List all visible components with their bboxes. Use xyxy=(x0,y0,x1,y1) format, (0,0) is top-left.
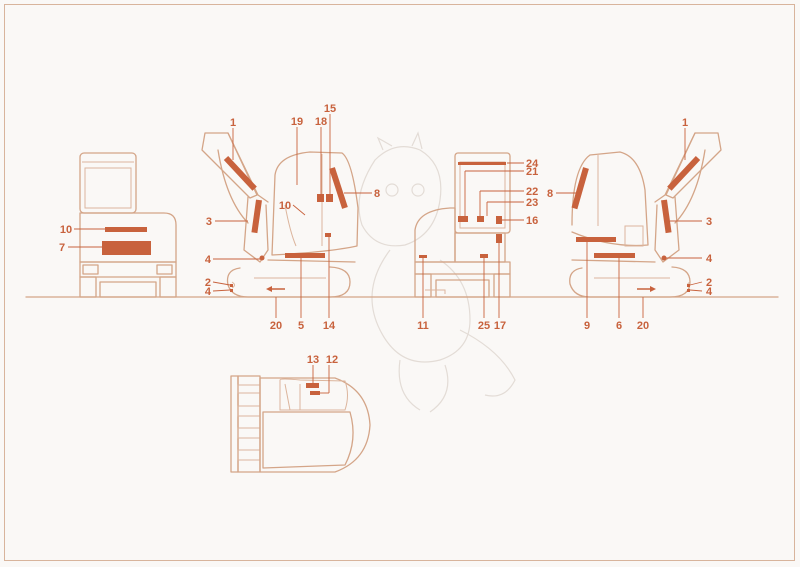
decal-3-right xyxy=(661,199,672,234)
callout-12: 12 xyxy=(326,354,338,366)
callout-10-side: 10 xyxy=(279,200,291,212)
callout-20-right: 20 xyxy=(637,320,649,332)
left-side-view xyxy=(201,132,359,298)
callout-2-right: 2 xyxy=(706,277,712,289)
decal-12 xyxy=(310,391,320,395)
callout-10-front: 10 xyxy=(60,224,72,236)
callout-1-left: 1 xyxy=(230,117,236,129)
decal-5 xyxy=(285,253,325,258)
callout-4b-left: 4 xyxy=(205,286,212,298)
callout-18: 18 xyxy=(315,116,327,128)
callout-20-left: 20 xyxy=(270,320,282,332)
leader-lines xyxy=(68,114,703,394)
decal-3-left xyxy=(251,199,262,234)
decal-4-right xyxy=(661,255,667,261)
callout-labels: 1 3 4 2 4 19 18 15 10 8 20 5 14 10 7 24 … xyxy=(59,103,713,366)
watermark-mascot xyxy=(358,131,516,413)
rear-view xyxy=(414,152,511,298)
callout-8-left: 8 xyxy=(374,188,380,200)
decal-10-front xyxy=(105,227,147,232)
decal-13 xyxy=(306,383,319,388)
callout-4-left: 4 xyxy=(205,254,212,266)
front-view xyxy=(79,152,177,298)
callout-25: 25 xyxy=(478,320,490,332)
callout-2-left: 2 xyxy=(205,277,211,289)
callout-6: 6 xyxy=(616,320,622,332)
decal-24 xyxy=(458,162,506,165)
decal-15 xyxy=(326,194,333,202)
decal-8-left xyxy=(329,167,348,209)
callout-16: 16 xyxy=(526,215,538,227)
decal-18 xyxy=(317,194,324,202)
decal-4b-left xyxy=(230,289,233,292)
callout-21: 21 xyxy=(526,166,538,178)
decal-22 xyxy=(477,216,484,222)
callout-11: 11 xyxy=(417,320,429,332)
decal-8-right xyxy=(571,167,589,210)
decal-6 xyxy=(594,253,635,258)
callout-8-right: 8 xyxy=(547,188,553,200)
callout-24: 24 xyxy=(526,158,539,170)
top-view xyxy=(230,375,371,473)
callout-4b-right: 4 xyxy=(706,286,713,298)
callout-1-right: 1 xyxy=(682,117,688,129)
callout-13: 13 xyxy=(307,354,319,366)
decal-4-left xyxy=(259,255,265,261)
callout-5: 5 xyxy=(298,320,304,332)
arrow-20-left xyxy=(266,286,285,292)
right-side-view xyxy=(569,132,722,298)
callout-15: 15 xyxy=(324,103,336,115)
callout-4-right: 4 xyxy=(706,253,713,265)
decal-1-left xyxy=(223,155,257,191)
decal-2-left xyxy=(230,284,233,287)
arrow-20-right xyxy=(637,286,656,292)
callout-9: 9 xyxy=(584,320,590,332)
decal-14 xyxy=(325,233,331,237)
drawing-frame xyxy=(4,4,795,561)
decal-1-right xyxy=(667,155,701,191)
callout-14: 14 xyxy=(323,320,336,332)
decal-17 xyxy=(496,234,502,243)
decal-7 xyxy=(102,241,151,255)
decal-11 xyxy=(419,255,427,258)
callout-22: 22 xyxy=(526,186,538,198)
decal-4b-right xyxy=(687,289,690,292)
callout-3-left: 3 xyxy=(206,216,212,228)
callout-17: 17 xyxy=(494,320,506,332)
callout-7: 7 xyxy=(59,242,65,254)
callout-19: 19 xyxy=(291,116,303,128)
callout-3-right: 3 xyxy=(706,216,712,228)
decal-21 xyxy=(458,216,468,222)
decal-25 xyxy=(480,254,488,258)
decal-2-right xyxy=(687,284,690,287)
decal-9 xyxy=(576,237,616,242)
callout-23: 23 xyxy=(526,197,538,209)
decal-16 xyxy=(496,216,502,224)
